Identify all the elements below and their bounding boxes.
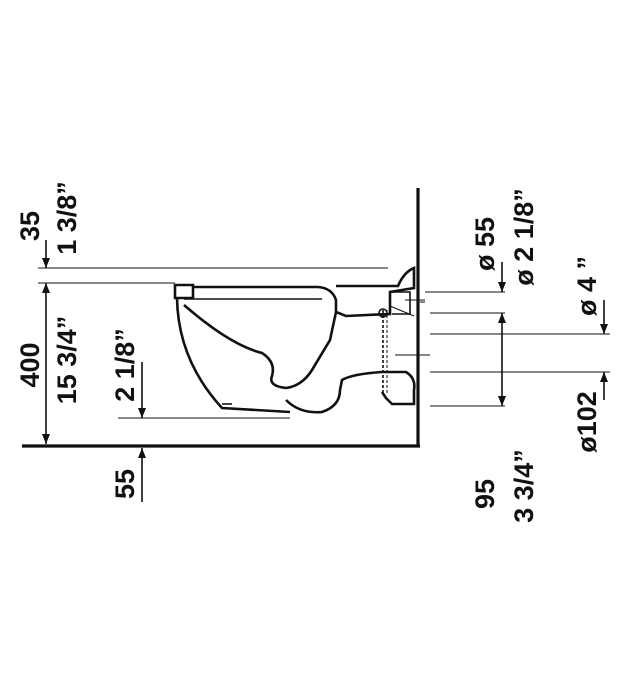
inlet-connector	[392, 291, 411, 315]
inner-bowl	[183, 304, 338, 390]
label-15-3-4-in: 15 3/4”	[52, 316, 82, 405]
label-1-3-8-in: 1 3/8”	[52, 181, 82, 255]
label-400: 400	[15, 342, 45, 387]
arrowhead-outlet-bottom	[600, 372, 608, 382]
arrowhead-400-bottom	[42, 434, 50, 444]
wall-and-floor	[22, 188, 420, 448]
arrowhead-95-top	[498, 313, 506, 323]
outlet-block	[380, 370, 416, 406]
arrowhead-seat	[138, 408, 146, 418]
extension-lines	[38, 267, 610, 419]
label-outlet-mm: ø102	[572, 391, 602, 453]
label-55: 55	[110, 469, 140, 499]
inlet-diag	[389, 305, 415, 317]
label-3-3-4-in: 3 3/4”	[509, 449, 539, 523]
arrowhead-inlet-top	[498, 282, 506, 292]
arrowhead-35	[42, 258, 50, 268]
mounting-block	[335, 266, 416, 318]
label-2-1-8-in: 2 1/8”	[110, 328, 140, 402]
arrowhead-outlet-top	[600, 324, 608, 334]
label-inlet-mm: ø 55	[470, 217, 500, 271]
bolt-head	[378, 308, 388, 318]
lid-top	[193, 285, 338, 312]
outer-bowl	[175, 297, 291, 414]
trap-curve	[285, 370, 383, 414]
dimension-labels: 35 1 3/8” 400 15 3/4” 2 1/8” 55 ø 55 ø 2…	[15, 181, 602, 523]
label-95: 95	[470, 479, 500, 509]
hinge-block	[173, 283, 195, 300]
arrowhead-95-bottom	[498, 396, 506, 406]
label-35: 35	[15, 211, 45, 241]
toilet-bowl	[173, 266, 416, 414]
arrowhead-400-top	[42, 283, 50, 293]
label-inlet-in: ø 2 1/8”	[509, 188, 539, 286]
arrowhead-55	[138, 448, 146, 458]
dimension-arrows	[42, 240, 608, 502]
label-outlet-in: ø 4 ”	[572, 256, 602, 316]
